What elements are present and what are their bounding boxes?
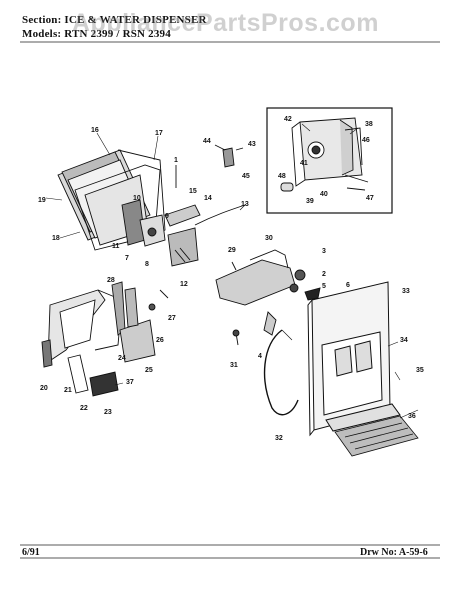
callout-41: 41	[300, 160, 308, 167]
callout-4: 4	[258, 353, 262, 360]
section-title: Section: ICE & WATER DISPENSER	[22, 14, 207, 26]
inset-bracket-assembly	[280, 117, 369, 192]
solenoid-switch-assembly	[215, 249, 321, 346]
revision-date: 6/91	[22, 547, 40, 558]
callout-22: 22	[80, 405, 88, 412]
callout-34: 34	[400, 337, 408, 344]
callout-18: 18	[52, 235, 60, 242]
callout-29: 29	[228, 247, 236, 254]
callout-23: 23	[104, 409, 112, 416]
callout-38: 38	[365, 121, 373, 128]
callout-8: 8	[145, 261, 149, 268]
callout-15: 15	[189, 188, 197, 195]
callout-11: 11	[112, 243, 120, 250]
dispenser-housing	[307, 281, 401, 437]
callout-13: 13	[241, 201, 249, 208]
dispenser-lever-assembly	[41, 281, 169, 397]
leader-lines	[45, 123, 419, 419]
inset-detail-box	[266, 107, 393, 214]
callout-40: 40	[320, 191, 328, 198]
callout-16: 16	[91, 127, 99, 134]
callout-14: 14	[204, 195, 212, 202]
callout-12: 12	[180, 281, 188, 288]
models-title: Models: RTN 2399 / RSN 2394	[22, 28, 171, 40]
callout-9: 9	[165, 213, 169, 220]
callout-39: 39	[306, 198, 314, 205]
callout-35: 35	[416, 367, 424, 374]
callout-43: 43	[248, 141, 256, 148]
callout-10: 10	[133, 195, 141, 202]
callout-21: 21	[64, 387, 72, 394]
callout-2: 2	[322, 271, 326, 278]
callout-24: 24	[118, 355, 126, 362]
callout-19: 19	[38, 197, 46, 204]
callout-20: 20	[40, 385, 48, 392]
callout-42: 42	[284, 116, 292, 123]
watermark-logo: AppliancePartsPros.com	[72, 9, 379, 37]
callout-48: 48	[278, 173, 286, 180]
water-tube	[263, 329, 299, 416]
callout-31: 31	[230, 362, 238, 369]
callout-27: 27	[168, 315, 176, 322]
callout-26: 26	[156, 337, 164, 344]
callout-37: 37	[126, 379, 134, 386]
callout-44: 44	[203, 138, 211, 145]
callout-32: 32	[275, 435, 283, 442]
callout-45: 45	[242, 173, 250, 180]
callout-47: 47	[366, 195, 374, 202]
callout-17: 17	[155, 130, 163, 137]
actuator-parts	[121, 199, 246, 267]
callout-3: 3	[322, 248, 326, 255]
callout-1: 1	[174, 157, 178, 164]
drawing-number: Drw No: A-59-6	[360, 547, 428, 558]
callout-labels: 1 2 3 4 5 6 7 8 9 10 11 12 13 14 15 16 1…	[38, 116, 424, 442]
callout-36: 36	[408, 413, 416, 420]
callout-25: 25	[145, 367, 153, 374]
drip-tray-grille	[334, 415, 419, 457]
callout-46: 46	[362, 137, 370, 144]
water-fittings	[175, 144, 244, 188]
callout-28: 28	[107, 277, 115, 284]
callout-30: 30	[265, 235, 273, 242]
callout-7: 7	[125, 255, 129, 262]
callout-5: 5	[322, 283, 326, 290]
callout-6: 6	[346, 282, 350, 289]
callout-33: 33	[402, 288, 410, 295]
